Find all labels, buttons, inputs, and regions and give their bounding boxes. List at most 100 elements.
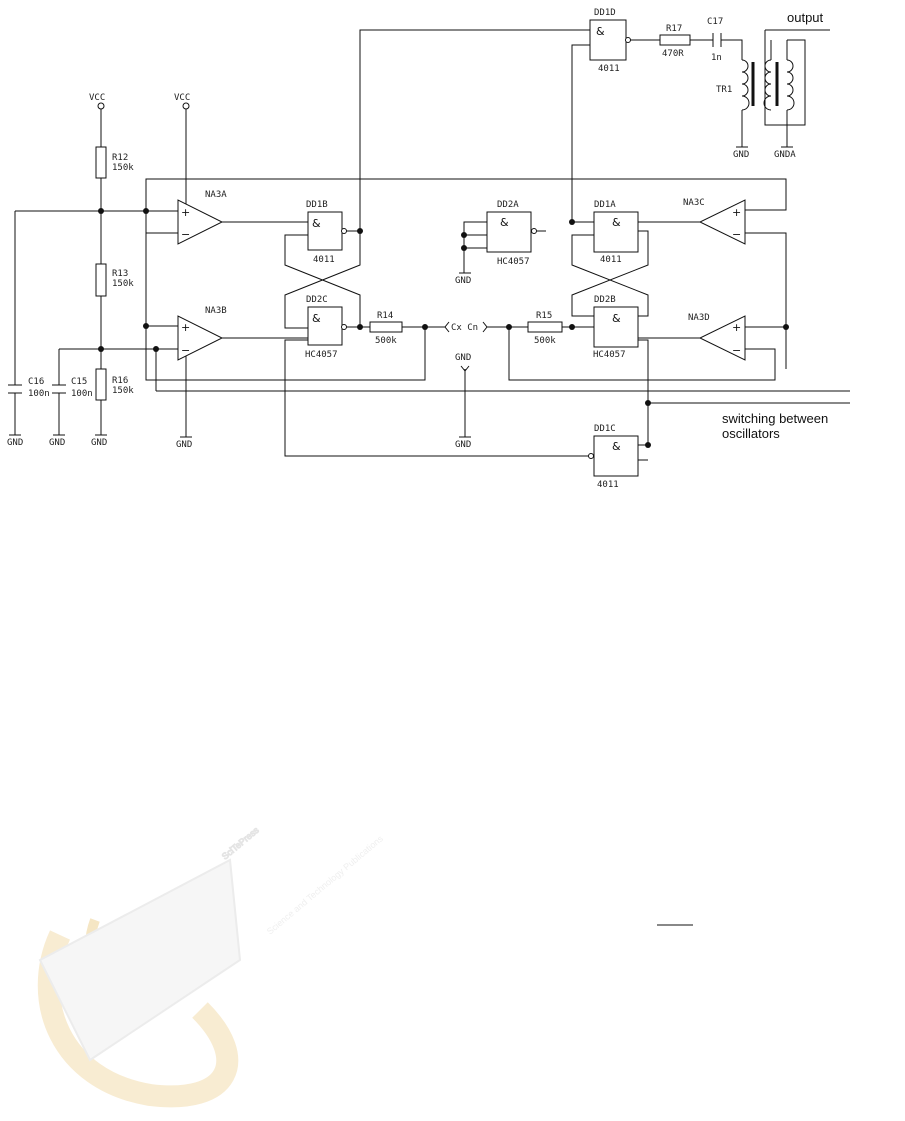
svg-text:GND: GND [455, 353, 471, 363]
opamp-na3a: + − NA3A [177, 190, 227, 245]
watermark: SciTePress Science and Technology Public… [37, 824, 386, 1108]
svg-text:&: & [612, 216, 621, 229]
svg-text:HC4057: HC4057 [593, 350, 626, 360]
resistor-r13: R13 150k [95, 263, 134, 297]
gnd-symbol: GND [733, 146, 749, 160]
svg-text:+: + [732, 321, 741, 334]
gate-dd1b: & DD1B 4011 [306, 200, 347, 265]
svg-text:DD2B: DD2B [594, 295, 616, 305]
gate-dd1c: & DD1C 4011 [588, 424, 639, 490]
svg-text:GND: GND [176, 440, 192, 450]
svg-text:DD2C: DD2C [306, 295, 328, 305]
capacitor-c15: C15 100n [52, 377, 93, 399]
gate-dd1a: & DD1A 4011 [593, 200, 639, 265]
vcc-symbol: VCC [89, 93, 105, 110]
svg-text:470R: 470R [662, 49, 684, 59]
gnd-label-sensor: GND [455, 353, 471, 372]
svg-text:GNDA: GNDA [774, 150, 796, 160]
svg-text:4011: 4011 [600, 255, 622, 265]
gnd-symbol: GND [455, 272, 471, 286]
gnd-symbol: GND [49, 434, 65, 448]
opamp-na3d: + − NA3D [688, 313, 746, 361]
svg-text:R13: R13 [112, 269, 128, 279]
svg-text:GND: GND [49, 438, 65, 448]
svg-text:4011: 4011 [313, 255, 335, 265]
svg-text:HC4057: HC4057 [305, 350, 338, 360]
svg-text:GND: GND [455, 440, 471, 450]
wiring [14, 29, 850, 461]
svg-text:GND: GND [455, 276, 471, 286]
svg-text:500k: 500k [534, 336, 556, 346]
watermark-tagline: Science and Technology Publications [265, 833, 386, 936]
svg-text:DD2A: DD2A [497, 200, 519, 210]
svg-text:NA3A: NA3A [205, 190, 227, 200]
svg-text:R16: R16 [112, 376, 128, 386]
junctions [98, 208, 789, 448]
transformer-tr1: TR1 [716, 40, 795, 111]
watermark-logo-swirl [37, 858, 242, 1108]
svg-text:100n: 100n [28, 389, 50, 399]
svg-text:100n: 100n [71, 389, 93, 399]
svg-text:&: & [500, 216, 509, 229]
svg-text:+: + [181, 206, 190, 219]
svg-text:&: & [312, 217, 321, 230]
gate-dd2a: & DD2A HC4057 [486, 200, 537, 267]
svg-text:&: & [596, 25, 605, 38]
svg-text:VCC: VCC [89, 93, 105, 103]
gate-dd2c: & DD2C HC4057 [305, 295, 347, 360]
resistor-r16: R16 150k [95, 368, 134, 401]
svg-text:R12: R12 [112, 153, 128, 163]
resistor-r15: R15 500k [527, 311, 563, 346]
svg-text:VCC: VCC [174, 93, 190, 103]
svg-text:R14: R14 [377, 311, 393, 321]
svg-text:DD1C: DD1C [594, 424, 616, 434]
svg-text:HC4057: HC4057 [497, 257, 530, 267]
gnda-symbol: GNDA [774, 146, 796, 160]
svg-text:−: − [732, 228, 741, 241]
svg-text:−: − [181, 344, 190, 357]
svg-text:&: & [312, 312, 321, 325]
opamp-na3b: + − NA3B [177, 306, 227, 361]
svg-text:Cx Cn: Cx Cn [451, 323, 478, 333]
svg-text:C16: C16 [28, 377, 44, 387]
svg-text:R17: R17 [666, 24, 682, 34]
svg-text:4011: 4011 [598, 64, 620, 74]
capacitor-c16: C16 100n [8, 377, 50, 399]
svg-text:GND: GND [91, 438, 107, 448]
svg-text:150k: 150k [112, 386, 134, 396]
gnd-symbol: GND [176, 436, 192, 450]
resistor-r12: R12 150k [95, 146, 134, 179]
svg-text:150k: 150k [112, 163, 134, 173]
svg-text:GND: GND [7, 438, 23, 448]
svg-text:4011: 4011 [597, 480, 619, 490]
svg-text:R15: R15 [536, 311, 552, 321]
gnd-symbol: GND [7, 434, 23, 448]
svg-text:+: + [181, 321, 190, 334]
gnd-symbol: GND [455, 436, 471, 450]
svg-text:1n: 1n [711, 53, 722, 63]
svg-text:DD1A: DD1A [594, 200, 616, 210]
svg-text:DD1B: DD1B [306, 200, 328, 210]
svg-text:&: & [612, 440, 621, 453]
opamp-na3c: + − NA3C [683, 198, 746, 245]
svg-text:NA3C: NA3C [683, 198, 705, 208]
output-label: output [787, 10, 824, 25]
svg-text:GND: GND [733, 150, 749, 160]
svg-text:−: − [732, 344, 741, 357]
switching-label-line1: switching between [722, 411, 828, 426]
svg-text:DD1D: DD1D [594, 8, 616, 18]
svg-text:C15: C15 [71, 377, 87, 387]
svg-text:C17: C17 [707, 17, 723, 27]
gate-dd2b: & DD2B HC4057 [593, 295, 639, 360]
watermark-publisher: SciTePress [220, 825, 261, 862]
svg-text:150k: 150k [112, 279, 134, 289]
resistor-r17: R17 470R [659, 24, 691, 59]
svg-text:&: & [612, 312, 621, 325]
gnd-symbol: GND [91, 434, 107, 448]
svg-text:NA3D: NA3D [688, 313, 710, 323]
svg-text:500k: 500k [375, 336, 397, 346]
svg-text:+: + [732, 206, 741, 219]
svg-text:NA3B: NA3B [205, 306, 227, 316]
gate-dd1d: & DD1D 4011 [589, 8, 631, 74]
